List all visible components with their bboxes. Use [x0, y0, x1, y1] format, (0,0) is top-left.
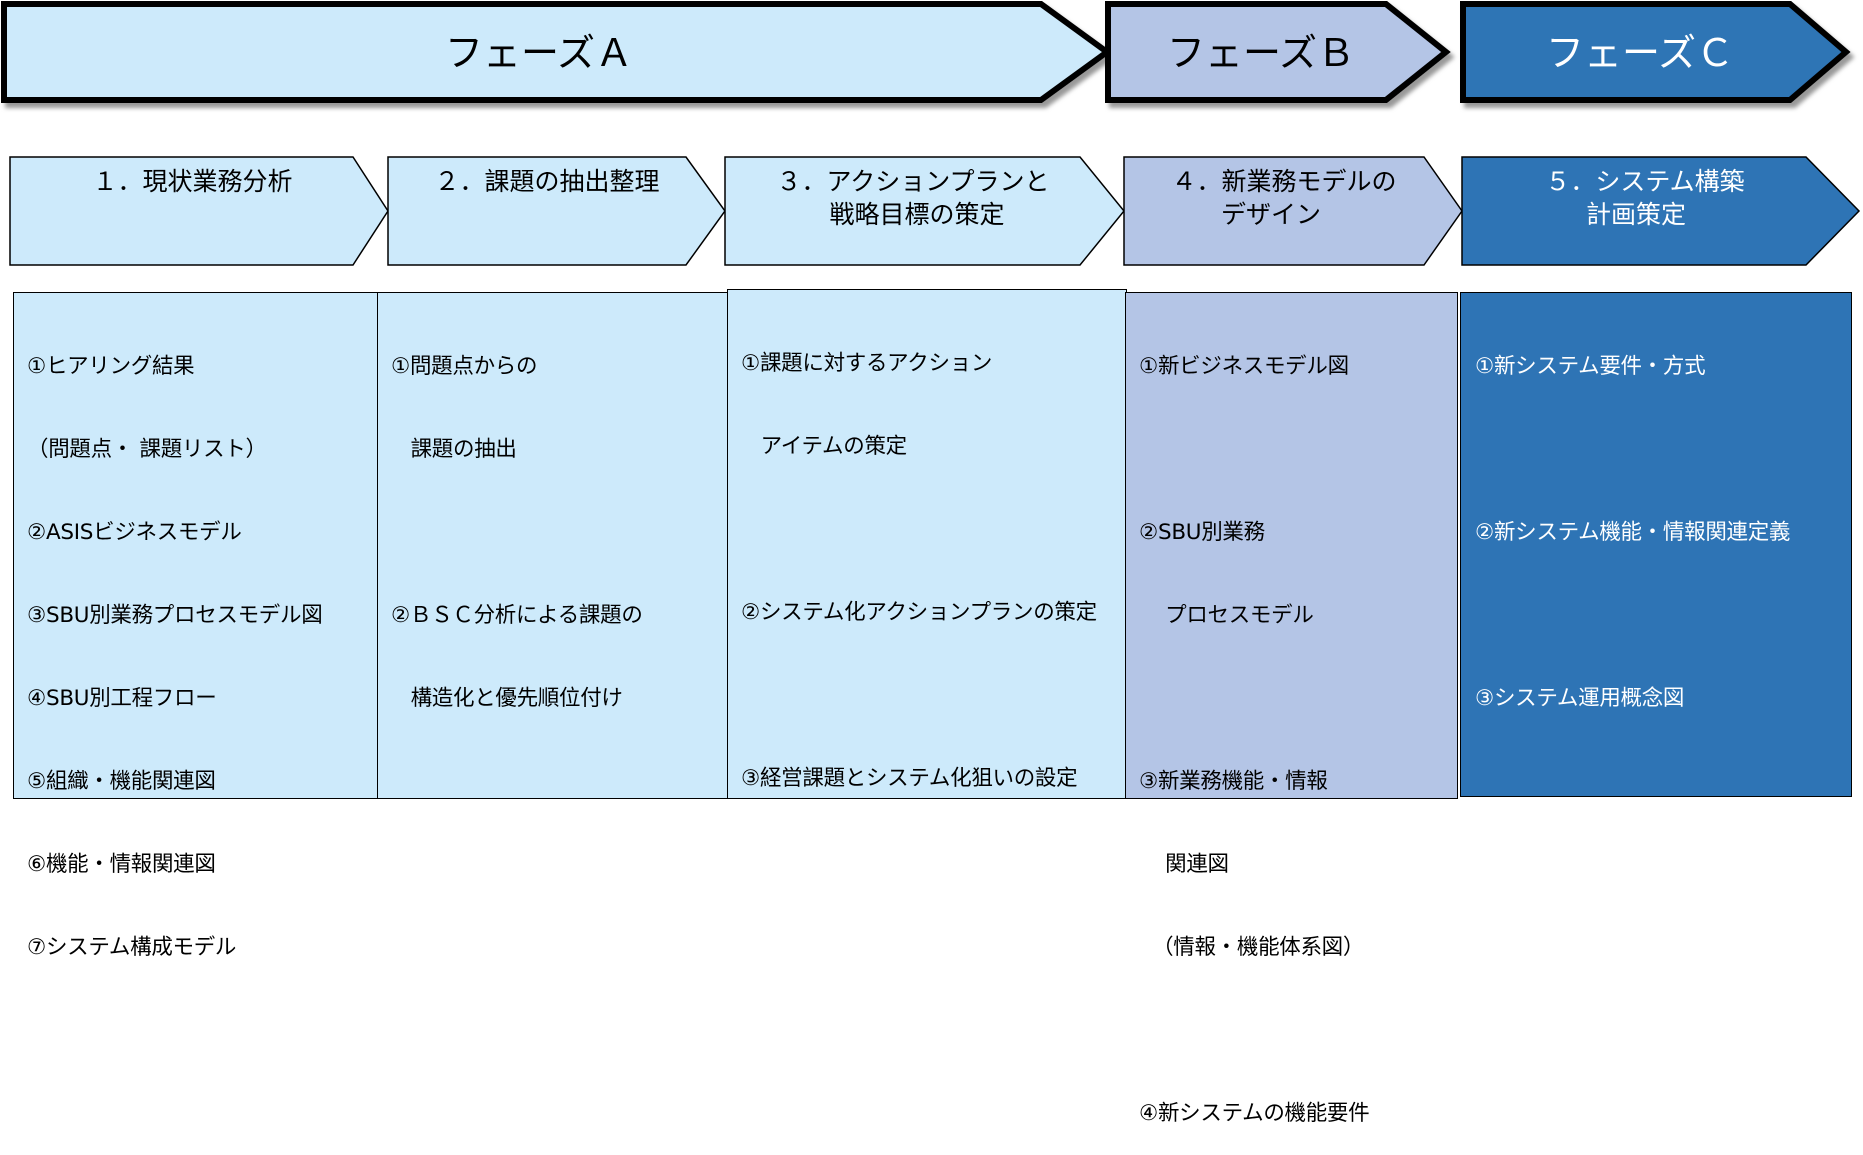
list-item: ③システム運用概念図 [1475, 686, 1685, 711]
list-item: ⑦システム構成モデル [27, 935, 237, 960]
list-item: ②ＢＳＣ分析による課題の [391, 603, 643, 628]
column-3-items: ①課題に対するアクション アイテムの策定 ②システム化アクションプランの策定 ③… [741, 297, 1097, 820]
list-item: ③経営課題とシステム化狙いの設定 [741, 766, 1078, 791]
column-5-items: ①新システム要件・方式 ②新システム機能・情報関連定義 ③システム運用概念図 ④… [1475, 300, 1826, 1072]
list-item: ④新システムの機能要件 [1139, 1101, 1370, 1126]
list-item [741, 513, 1097, 546]
column-1-items: ①ヒアリング結果 （問題点・ 課題リスト） ②ASISビジネスモデル ③SBU別… [27, 300, 323, 989]
list-item: ①問題点からの [391, 354, 538, 379]
list-item [1139, 682, 1369, 715]
step-4-chevron [1123, 156, 1463, 266]
step-1-label: １．現状業務分析 [92, 167, 293, 196]
step-5-label: ５．システム構築 計画策定 [1545, 167, 1745, 229]
list-item: ①新ビジネスモデル図 [1139, 354, 1349, 379]
phase-arrows [1, 0, 1861, 266]
column-5 [1460, 292, 1852, 797]
phase-b-label: フェーズＢ [1166, 31, 1356, 75]
step-2-label: ２．課題の抽出整理 [434, 167, 660, 196]
list-item: ④システム構築計画 [1475, 852, 1663, 877]
list-item: プロセスモデル [1139, 603, 1314, 628]
list-item: ②システム化アクションプランの策定 [741, 600, 1097, 625]
column-4 [1125, 292, 1458, 799]
column-2-items: ①問題点からの 課題の抽出 ②ＢＳＣ分析による課題の 構造化と優先順位付け [391, 300, 643, 740]
list-item: ①課題に対するアクション [741, 351, 993, 376]
list-item [1475, 433, 1826, 466]
column-3 [727, 289, 1127, 799]
list-item: （情報・機能体系図） [1139, 935, 1365, 960]
list-item: ②新システム機能・情報関連定義 [1475, 520, 1791, 545]
list-item: ①新システム要件・方式 [1475, 354, 1706, 379]
step-3-label: ３．アクションプランと 戦略目標の策定 [776, 167, 1050, 229]
list-item [741, 679, 1097, 712]
list-item: 関連図 [1139, 852, 1229, 877]
list-item: ②SBU別業務 [1139, 520, 1265, 545]
list-item [1139, 433, 1369, 466]
column-4-items: ①新ビジネスモデル図 ②SBU別業務 プロセスモデル ③新業務機能・情報 関連図… [1139, 300, 1370, 1155]
step-3-chevron [724, 156, 1125, 266]
list-item: ②ASISビジネスモデル [27, 520, 242, 545]
phase-b-arrow [1105, 0, 1451, 103]
phase-c-label: フェーズＣ [1545, 31, 1735, 75]
column-2 [377, 292, 729, 799]
list-item: ⑤組織・機能関連図 [27, 769, 216, 794]
step-2-chevron [387, 156, 726, 266]
list-item: 課題の抽出 [391, 437, 517, 462]
phase-a-label: フェーズＡ [444, 31, 634, 75]
step-1-chevron [9, 156, 389, 266]
list-item: ④SBU別工程フロー [27, 686, 217, 711]
list-item [1475, 765, 1826, 798]
list-item: （工数計画、スケジュール、費用、 [1475, 935, 1826, 960]
step-4-label: ４．新業務モデルの デザイン [1171, 167, 1397, 229]
list-item: ⑥機能・情報関連図 [27, 852, 216, 877]
phase-c-arrow [1460, 0, 1851, 103]
list-item: 構造化と優先順位付け [391, 686, 623, 711]
list-item: ③SBU別業務プロセスモデル図 [27, 603, 323, 628]
column-1 [13, 292, 379, 799]
list-item: アイテムの策定 [741, 434, 908, 459]
list-item [391, 516, 643, 549]
list-item: ①ヒアリング結果 [27, 354, 195, 379]
list-item [1475, 599, 1826, 632]
list-item: （問題点・ 課題リスト） [27, 437, 267, 462]
list-item [1139, 1014, 1369, 1047]
step-5-chevron [1461, 156, 1861, 266]
phase-a-arrow [1, 1, 1113, 103]
list-item: 体制等） [1475, 1018, 1586, 1043]
list-item: ③新業務機能・情報 [1139, 769, 1328, 794]
